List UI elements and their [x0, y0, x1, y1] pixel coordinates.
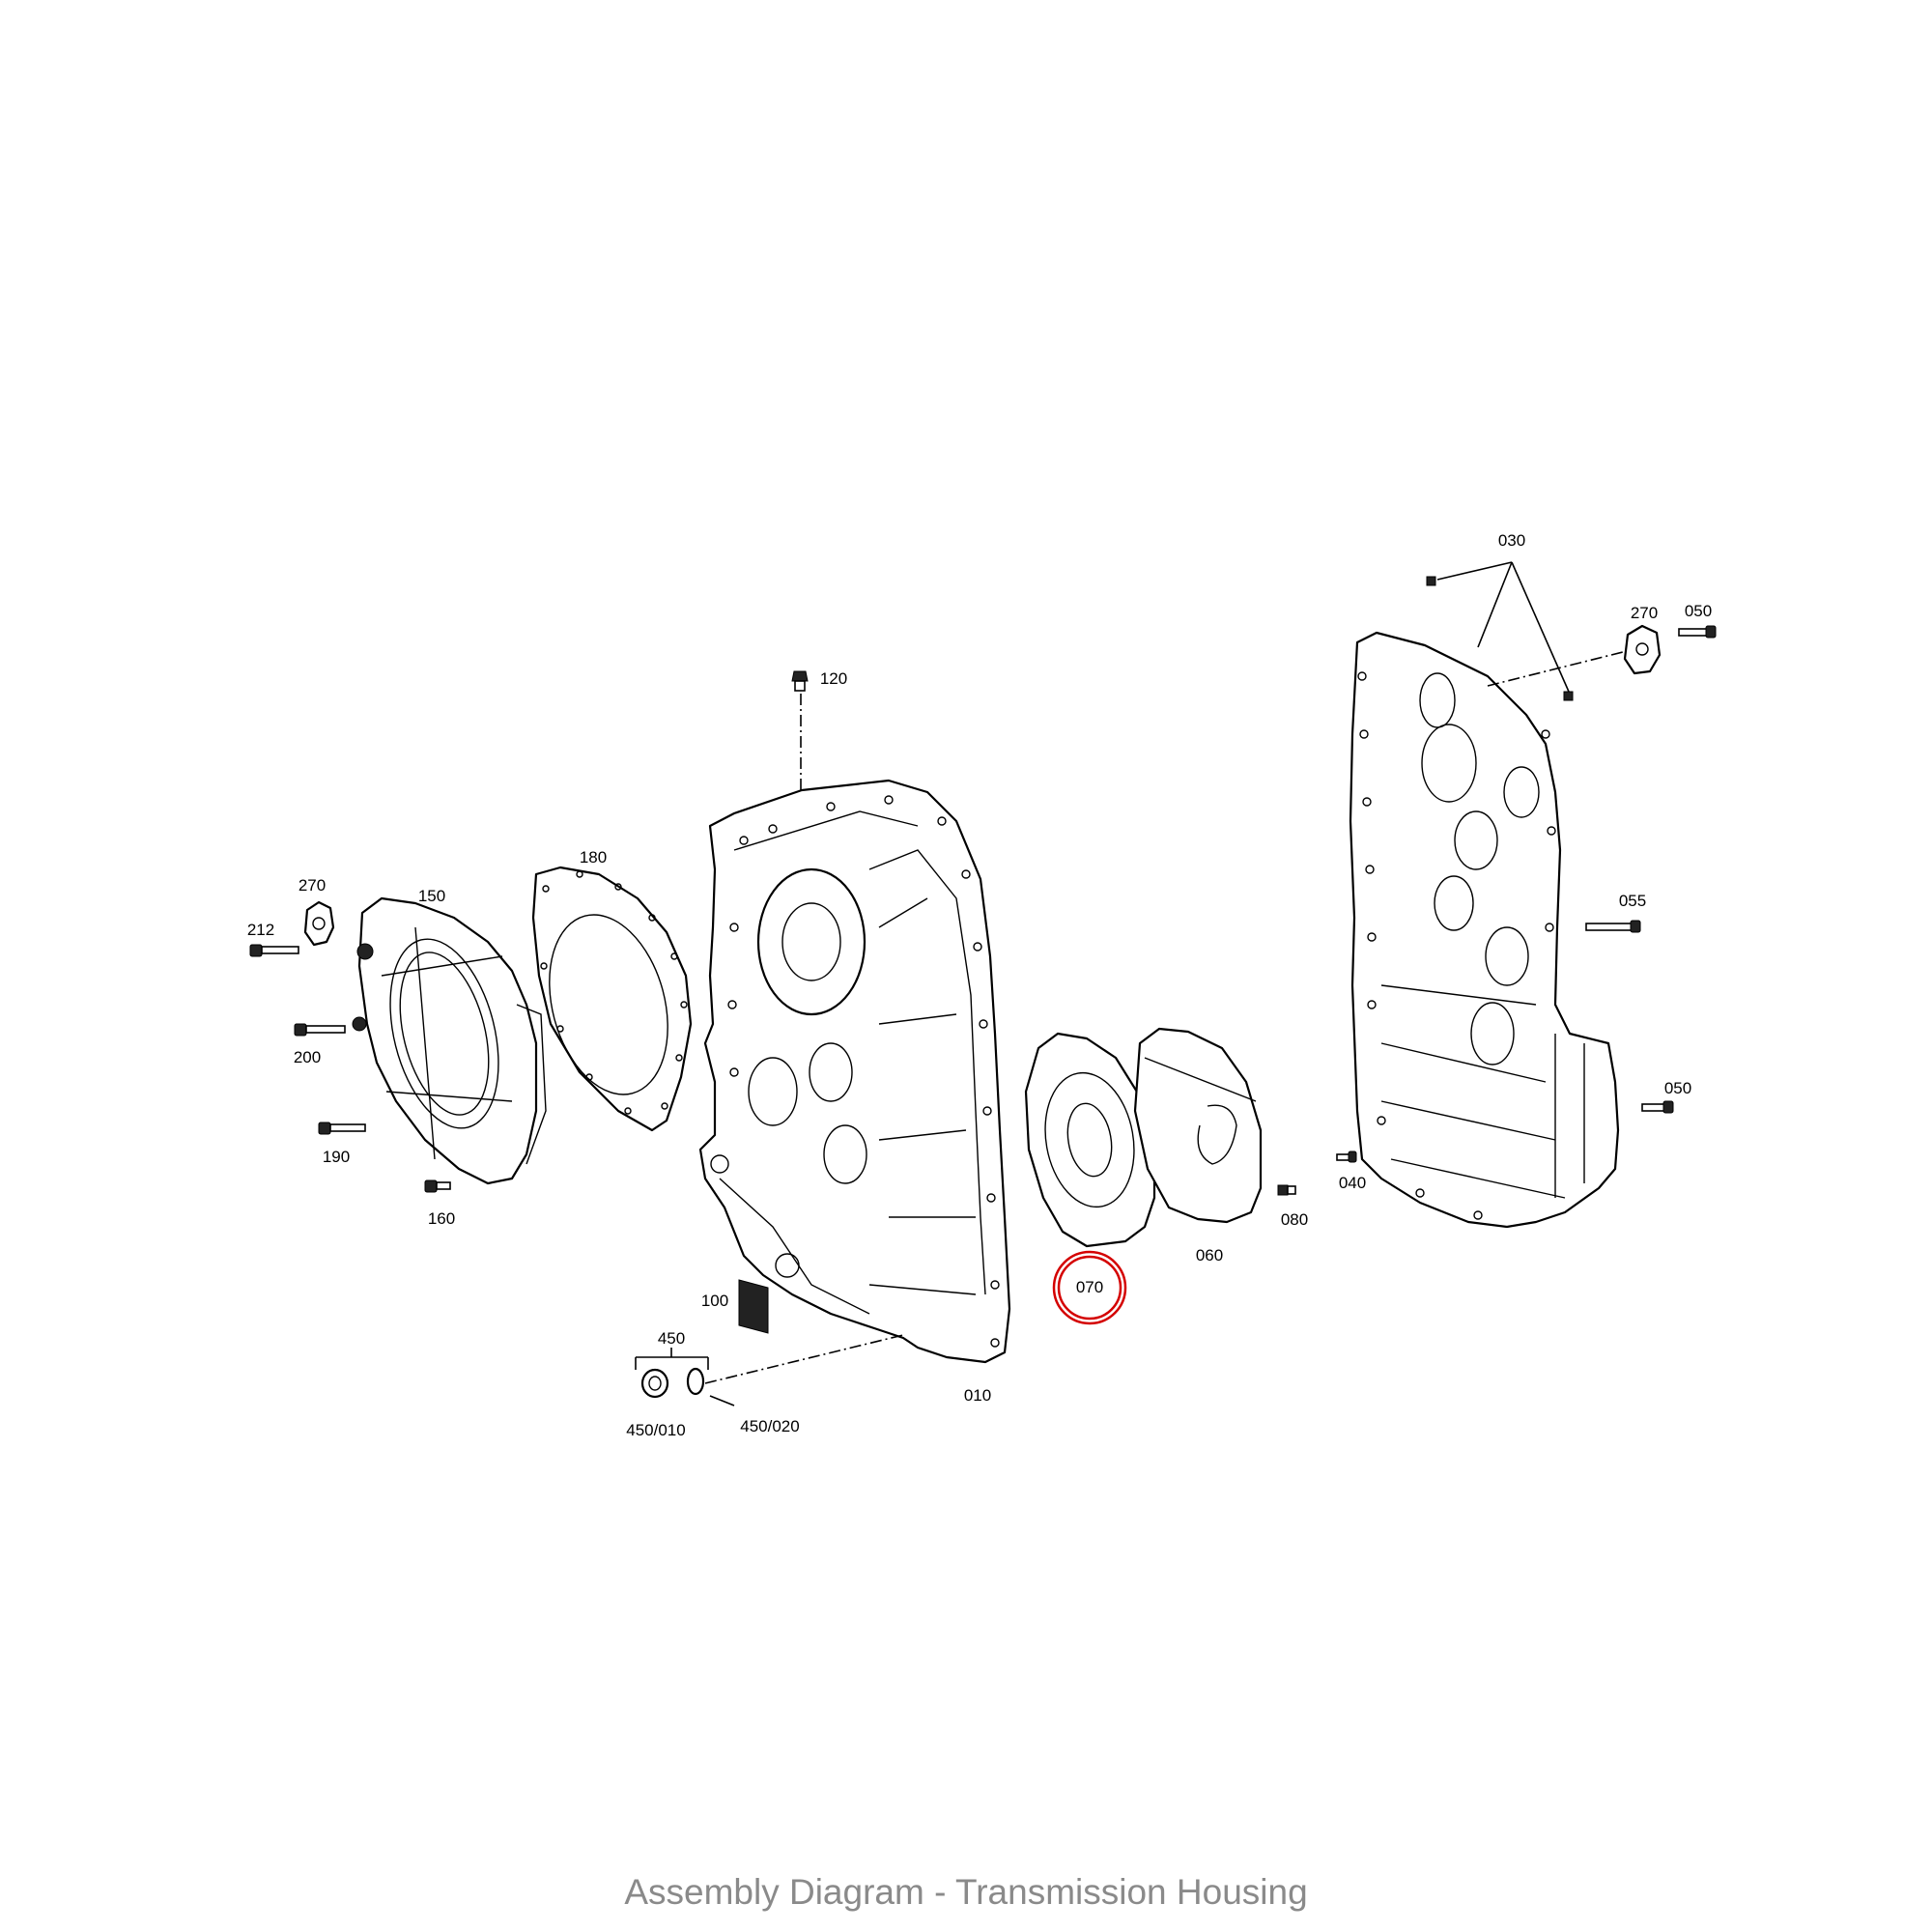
label-450: 450 [658, 1329, 685, 1348]
part-450-010-plug[interactable] [640, 1368, 669, 1399]
part-120-plug[interactable] [791, 670, 809, 692]
label-055: 055 [1619, 892, 1646, 910]
part-070-disc[interactable] [1024, 1032, 1156, 1248]
part-080-plug[interactable] [1277, 1184, 1296, 1196]
label-270-right: 270 [1631, 604, 1658, 622]
label-050-top: 050 [1685, 602, 1712, 620]
part-100-plate[interactable] [738, 1279, 769, 1334]
part-450-020-ring[interactable] [686, 1367, 705, 1396]
label-160: 160 [428, 1209, 455, 1228]
label-050-bottom: 050 [1664, 1079, 1691, 1097]
label-180: 180 [580, 848, 607, 867]
part-200-bolt[interactable] [294, 1023, 346, 1037]
part-150-cover[interactable] [352, 896, 547, 1185]
label-040: 040 [1339, 1174, 1366, 1192]
part-212-bolt[interactable] [249, 944, 299, 957]
label-200: 200 [294, 1048, 321, 1066]
part-180-gasket[interactable] [530, 866, 693, 1132]
label-030: 030 [1498, 531, 1525, 550]
part-160-bolt[interactable] [424, 1179, 451, 1193]
label-120: 120 [820, 669, 847, 688]
part-190-bolt[interactable] [318, 1122, 366, 1135]
label-450-020: 450/020 [740, 1417, 799, 1435]
label-080: 080 [1281, 1210, 1308, 1229]
diagram-caption: Assembly Diagram - Transmission Housing [624, 1872, 1308, 1912]
part-060-cover[interactable] [1133, 1027, 1263, 1224]
label-070[interactable]: 070 [1076, 1278, 1103, 1296]
label-060: 060 [1196, 1246, 1223, 1264]
part-270-right-washer[interactable] [1623, 624, 1662, 675]
highlight-070[interactable] [1052, 1250, 1127, 1325]
part-270-left-washer[interactable] [303, 900, 335, 947]
label-190: 190 [323, 1148, 350, 1166]
part-050-bottom-bolt[interactable] [1641, 1100, 1674, 1114]
part-040-bolt[interactable] [1336, 1151, 1357, 1163]
part-010-housing[interactable] [698, 779, 1011, 1364]
label-010: 010 [964, 1386, 991, 1405]
label-450-010: 450/010 [626, 1421, 685, 1439]
label-150: 150 [418, 887, 445, 905]
part-right-housing[interactable] [1349, 631, 1620, 1229]
part-055-bolt[interactable] [1585, 920, 1641, 933]
leader-lines [635, 561, 1624, 1406]
part-050-top-bolt[interactable] [1678, 625, 1717, 639]
label-212: 212 [247, 921, 274, 939]
label-100: 100 [701, 1292, 728, 1310]
label-270-left: 270 [298, 876, 326, 895]
